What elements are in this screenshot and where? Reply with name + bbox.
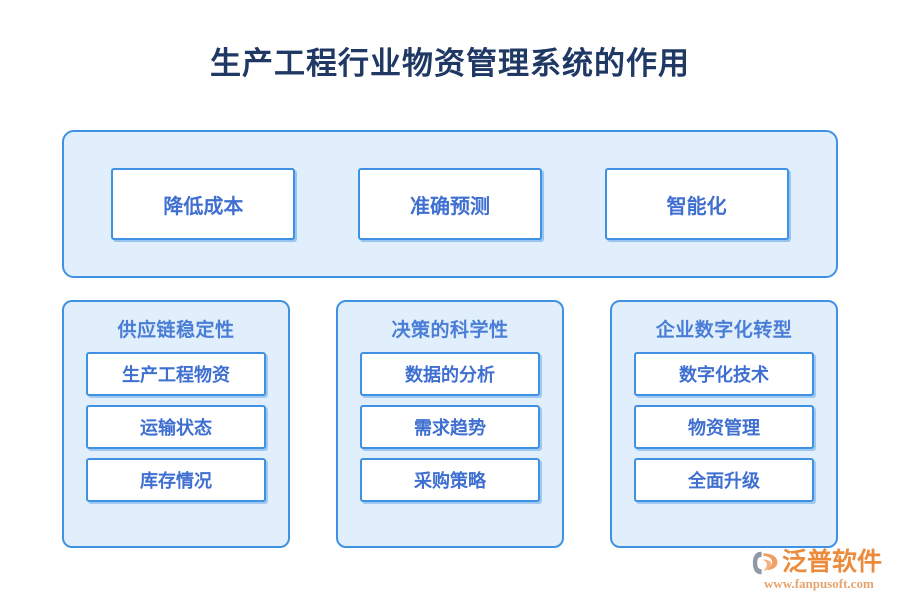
column-3-item-2[interactable]: 物资管理 xyxy=(634,405,814,449)
column-digital-transformation: 企业数字化转型 数字化技术 物资管理 全面升级 xyxy=(610,300,838,548)
column-2-item-2-label: 需求趋势 xyxy=(414,418,486,438)
column-2-item-1-label: 数据的分析 xyxy=(405,365,495,385)
column-3-item-1[interactable]: 数字化技术 xyxy=(634,352,814,396)
top-panel: 降低成本 准确预测 智能化 xyxy=(62,130,838,278)
column-supply-chain: 供应链稳定性 生产工程物资 运输状态 库存情况 xyxy=(62,300,290,548)
column-1-item-3-label: 库存情况 xyxy=(140,471,212,491)
column-1-item-1-label: 生产工程物资 xyxy=(122,365,230,385)
fanpu-swoosh-logo-icon xyxy=(752,551,778,575)
column-1-item-1[interactable]: 生产工程物资 xyxy=(86,352,266,396)
column-2-item-3[interactable]: 采购策略 xyxy=(360,458,540,502)
top-box-3[interactable]: 智能化 xyxy=(604,168,789,240)
top-box-2-label: 准确预测 xyxy=(409,195,490,218)
column-3-item-2-label: 物资管理 xyxy=(688,418,760,438)
page-title: 生产工程行业物资管理系统的作用 xyxy=(210,46,690,81)
columns-group: 供应链稳定性 生产工程物资 运输状态 库存情况 决策的科学性 数据的分析 xyxy=(62,300,838,548)
column-1-item-2-label: 运输状态 xyxy=(140,418,212,438)
logo-top-row: 泛普软件 xyxy=(752,548,882,578)
column-3-item-3[interactable]: 全面升级 xyxy=(634,458,814,502)
column-1-item-2[interactable]: 运输状态 xyxy=(86,405,266,449)
fanpu-logo: 泛普软件 www.fanpusoft.com xyxy=(752,548,892,594)
column-1-items: 生产工程物资 运输状态 库存情况 xyxy=(86,352,266,502)
top-box-2[interactable]: 准确预测 xyxy=(357,168,542,240)
top-box-1-label: 降低成本 xyxy=(163,195,244,218)
top-panel-row: 降低成本 准确预测 智能化 xyxy=(64,132,836,276)
top-box-3-label: 智能化 xyxy=(666,195,727,218)
column-decision-science: 决策的科学性 数据的分析 需求趋势 采购策略 xyxy=(336,300,564,548)
column-3-items: 数字化技术 物资管理 全面升级 xyxy=(634,352,814,502)
top-box-1[interactable]: 降低成本 xyxy=(111,168,296,240)
column-2-item-2[interactable]: 需求趋势 xyxy=(360,405,540,449)
column-3-header: 企业数字化转型 xyxy=(655,320,793,341)
column-1-item-3[interactable]: 库存情况 xyxy=(86,458,266,502)
column-3-item-1-label: 数字化技术 xyxy=(679,365,769,385)
logo-url: www.fanpusoft.com xyxy=(764,576,874,591)
column-2-header: 决策的科学性 xyxy=(391,320,509,341)
column-2-items: 数据的分析 需求趋势 采购策略 xyxy=(360,352,540,502)
logo-name: 泛普软件 xyxy=(782,549,883,576)
column-2-item-1[interactable]: 数据的分析 xyxy=(360,352,540,396)
column-2-item-3-label: 采购策略 xyxy=(414,471,486,491)
column-3-item-3-label: 全面升级 xyxy=(688,471,760,491)
column-1-header: 供应链稳定性 xyxy=(117,320,235,341)
